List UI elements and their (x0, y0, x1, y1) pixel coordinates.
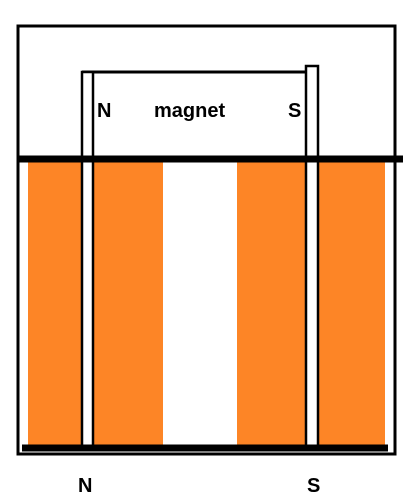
magnet-left-leg (80, 70, 95, 448)
inner-south-label: S (288, 100, 301, 122)
outer-south-label: S (307, 475, 320, 497)
outer-box (16, 24, 397, 456)
inner-north-label: N (97, 100, 111, 122)
outer-north-label: N (78, 475, 92, 497)
magnet-right-leg (304, 64, 320, 448)
strip-1 (28, 162, 163, 446)
magnet-label: magnet (154, 100, 225, 122)
